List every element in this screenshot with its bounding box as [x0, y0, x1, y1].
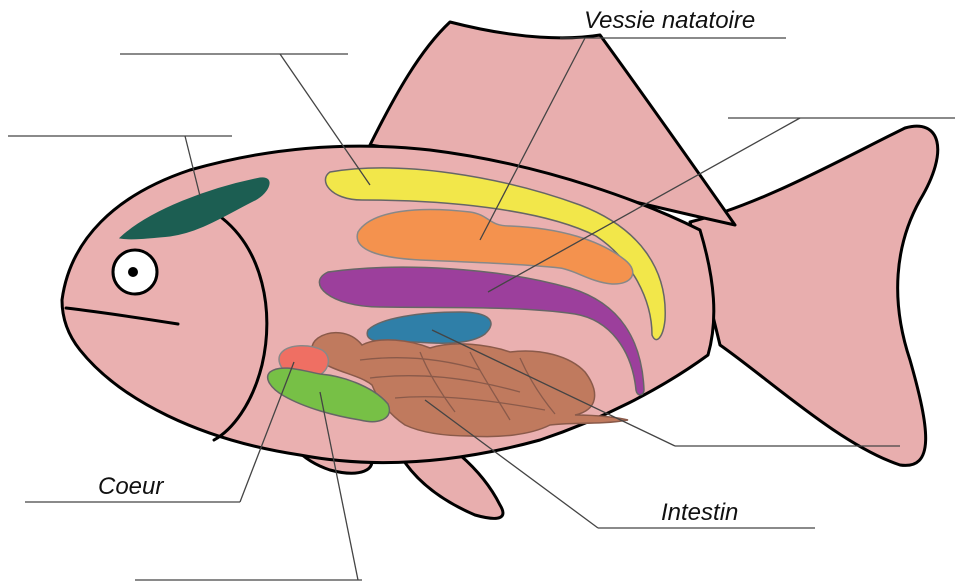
- pupil: [128, 267, 138, 277]
- label-intestin: Intestin: [661, 499, 738, 526]
- anal-fin: [400, 455, 503, 518]
- tail-fin: [690, 126, 938, 465]
- label-vessie-natatoire: Vessie natatoire: [584, 7, 755, 34]
- label-coeur: Coeur: [98, 473, 164, 500]
